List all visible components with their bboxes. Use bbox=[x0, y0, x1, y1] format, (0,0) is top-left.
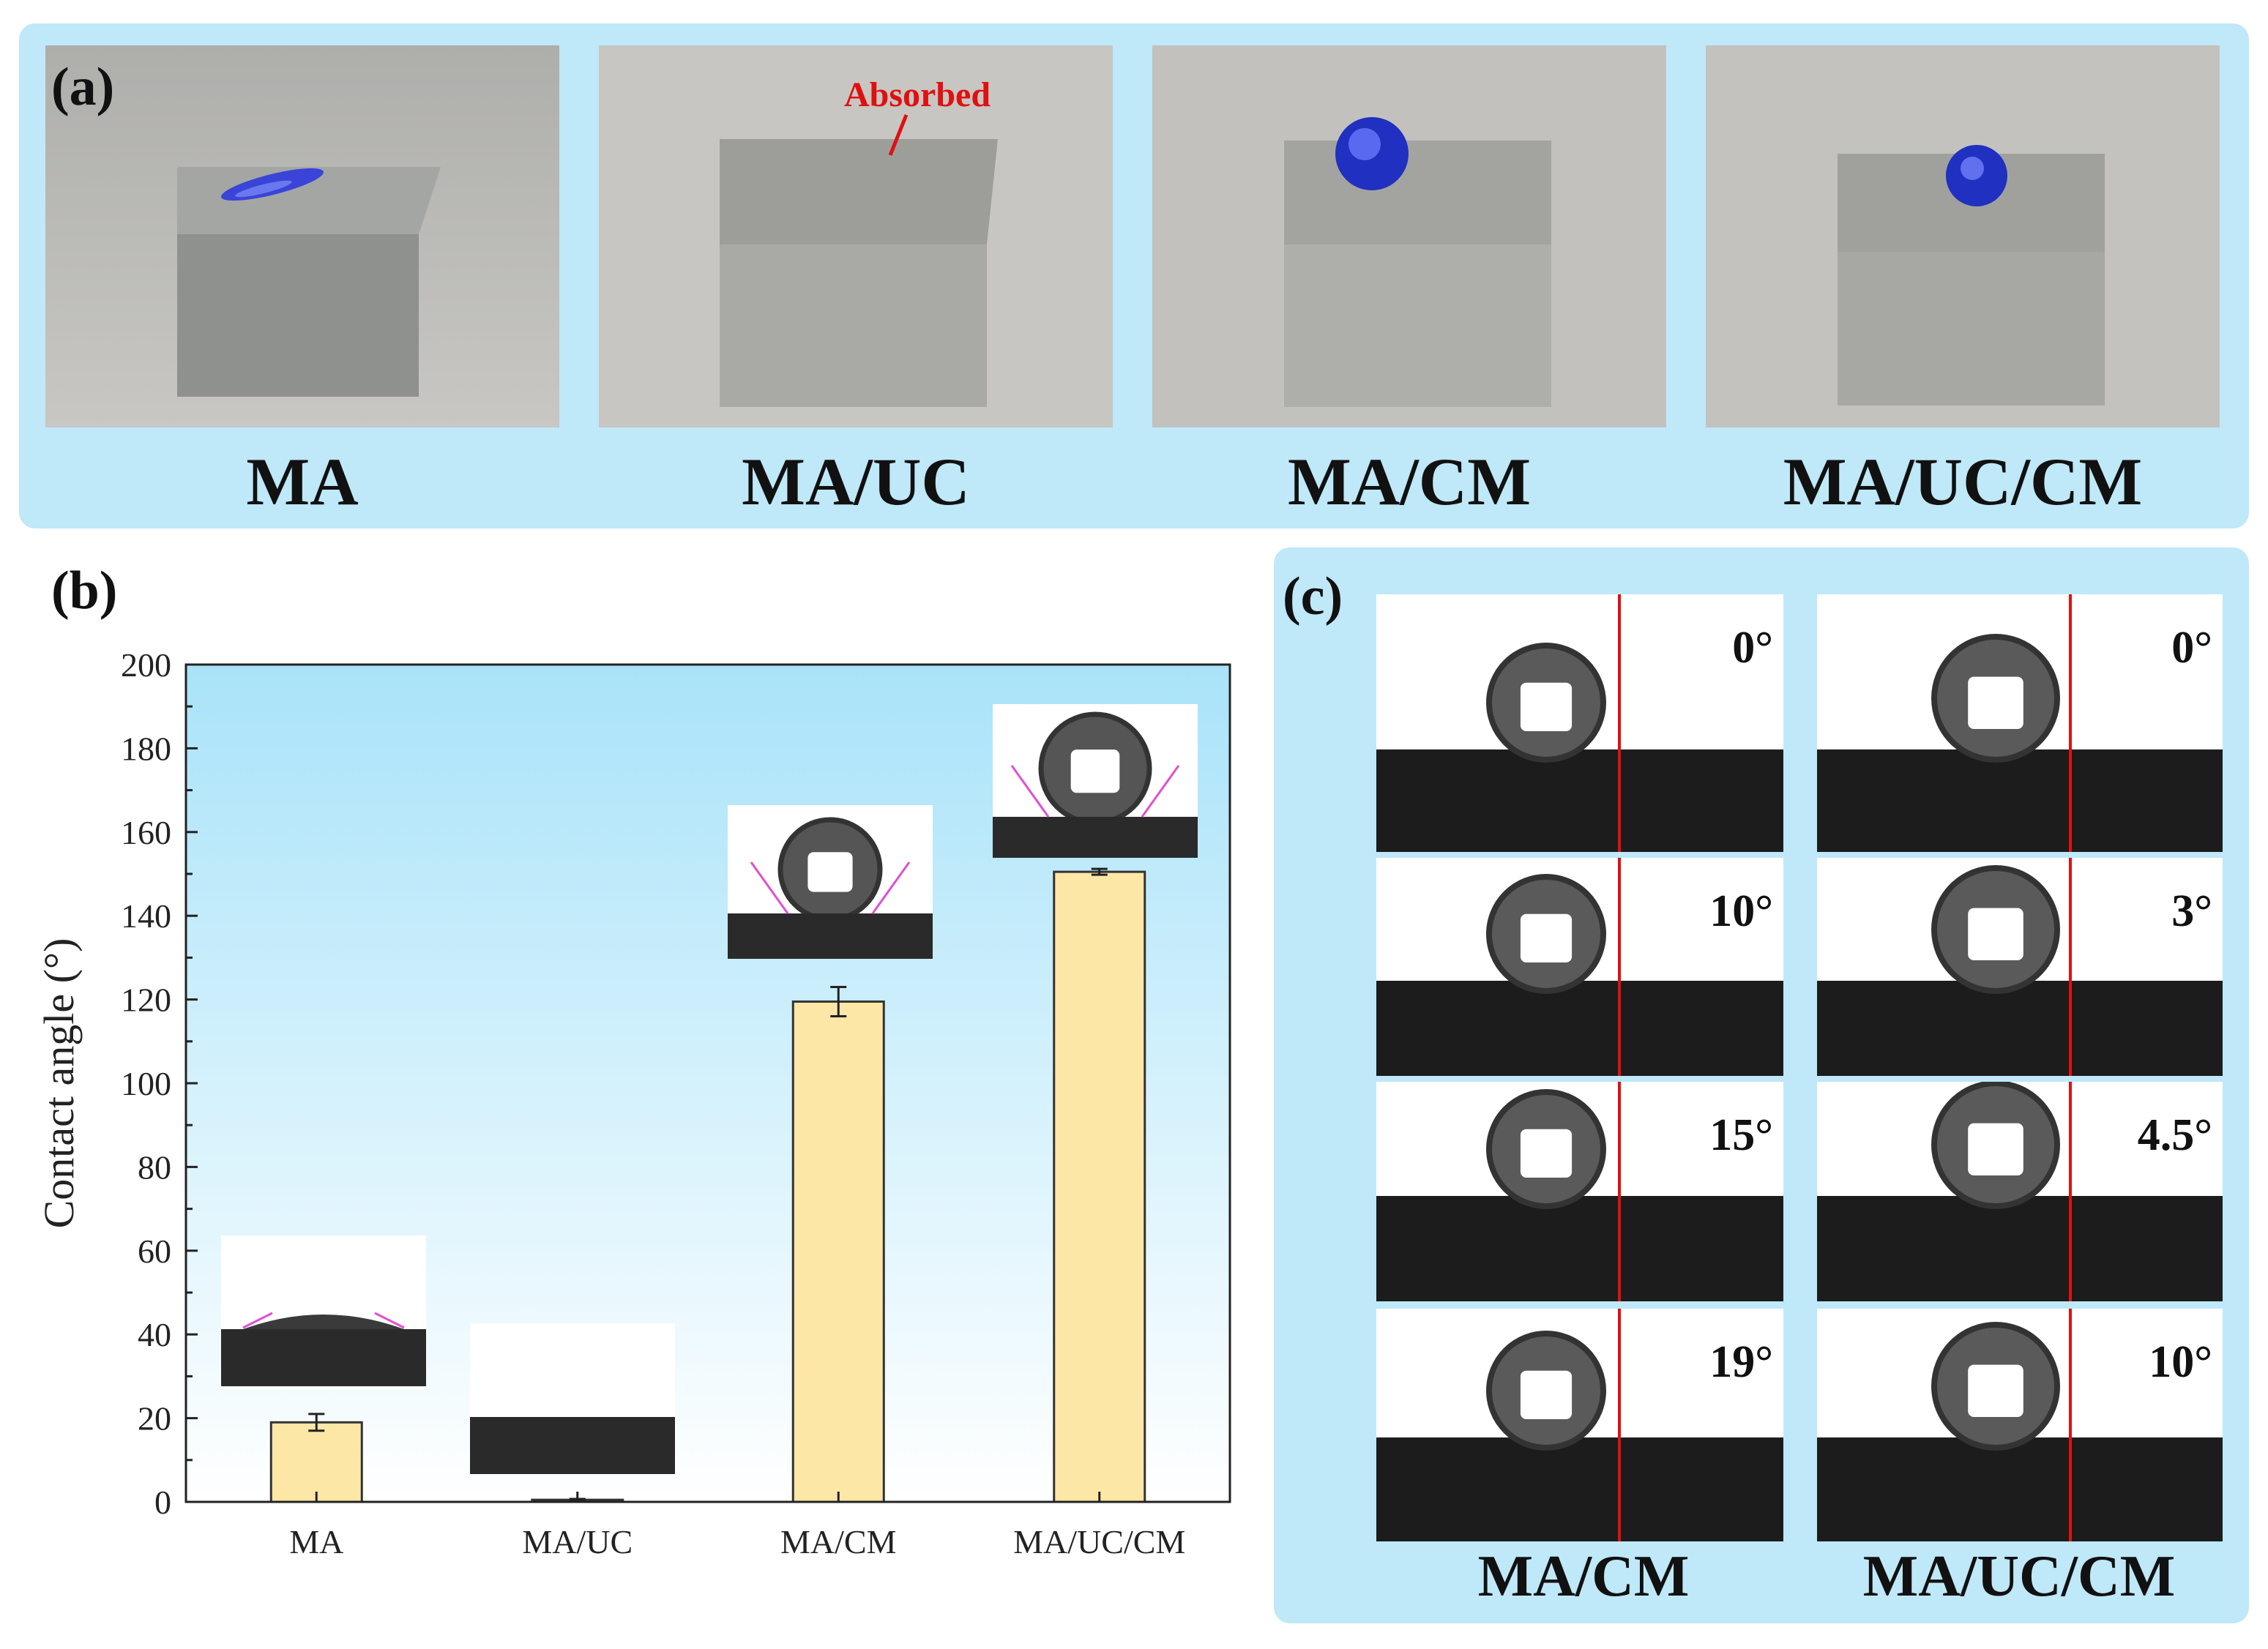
x-tick-label: MA/CM bbox=[780, 1523, 896, 1560]
tilt-angle-label: 0° bbox=[2171, 623, 2212, 673]
y-tick-label: 180 bbox=[121, 730, 171, 767]
tilt-snapshot bbox=[1376, 1082, 1783, 1301]
y-tick-label: 160 bbox=[121, 814, 171, 851]
absorbed-annotation: Absorbed bbox=[844, 75, 991, 114]
tilt-angle-label: 3° bbox=[2171, 886, 2212, 936]
contact-angle-inset bbox=[993, 704, 1198, 858]
label-c-ma-cm: MA/CM bbox=[1477, 1544, 1690, 1609]
label-ma-uc: MA/UC bbox=[742, 444, 970, 519]
vertical-reference-line bbox=[2069, 858, 2072, 1076]
panel-b-letter: (b) bbox=[51, 561, 118, 621]
y-tick-label: 40 bbox=[138, 1316, 171, 1353]
tilt-snapshot bbox=[1817, 594, 2223, 852]
x-tick-label: MA/UC/CM bbox=[1013, 1523, 1185, 1560]
photo-ma-uc-cm-block bbox=[1706, 45, 2220, 427]
bar-ma bbox=[269, 1421, 363, 1503]
panel-a-letter: (a) bbox=[51, 57, 115, 117]
tilt-snapshot bbox=[1817, 1309, 2223, 1541]
photo-ma-block bbox=[45, 45, 559, 427]
y-tick-label: 140 bbox=[121, 897, 171, 935]
y-tick-label: 80 bbox=[138, 1148, 171, 1186]
label-ma-uc-cm: MA/UC/CM bbox=[1783, 444, 2143, 519]
y-tick-label: 200 bbox=[121, 646, 171, 684]
tilt-angle-label: 15° bbox=[1709, 1110, 1773, 1160]
tilt-angle-label: 19° bbox=[1709, 1337, 1773, 1387]
tilt-snapshot bbox=[1376, 594, 1783, 852]
y-tick-label: 100 bbox=[121, 1065, 171, 1102]
vertical-reference-line bbox=[1618, 1082, 1621, 1301]
contact-angle-inset bbox=[728, 805, 933, 959]
y-tick-label: 0 bbox=[154, 1484, 171, 1521]
label-c-ma-uc-cm: MA/UC/CM bbox=[1862, 1544, 2176, 1609]
tilt-snapshot bbox=[1817, 1082, 2223, 1301]
label-ma: MA bbox=[246, 444, 359, 519]
vertical-reference-line bbox=[2069, 594, 2072, 852]
x-tick-label: MA bbox=[289, 1523, 343, 1560]
photo-ma-uc-block: Absorbed bbox=[599, 45, 1113, 427]
panel-c-letter: (c) bbox=[1283, 567, 1343, 627]
vertical-reference-line bbox=[1618, 1309, 1621, 1541]
vertical-reference-line bbox=[2069, 1309, 2072, 1541]
tilt-snapshot bbox=[1376, 1309, 1783, 1541]
y-axis-label: Contact angle (°) bbox=[35, 938, 83, 1229]
photo-ma-cm-block bbox=[1152, 45, 1666, 427]
x-tick-label: MA/UC bbox=[522, 1523, 633, 1560]
bar-ma-cm bbox=[791, 1000, 885, 1503]
tilt-angle-label: 10° bbox=[2149, 1337, 2212, 1387]
tilt-snapshot bbox=[1376, 858, 1783, 1076]
tilt-angle-label: 4.5° bbox=[2137, 1110, 2212, 1160]
tilt-angle-label: 0° bbox=[1732, 623, 1773, 673]
y-tick-label: 60 bbox=[138, 1233, 171, 1270]
vertical-reference-line bbox=[1618, 594, 1621, 852]
tilt-angle-label: 10° bbox=[1709, 886, 1773, 936]
y-tick-label: 120 bbox=[121, 981, 171, 1019]
vertical-reference-line bbox=[2069, 1082, 2072, 1301]
vertical-reference-line bbox=[1618, 858, 1621, 1076]
bar-ma-uc-cm bbox=[1053, 870, 1146, 1503]
y-tick-label: 20 bbox=[138, 1400, 171, 1437]
label-ma-cm: MA/CM bbox=[1287, 444, 1532, 519]
contact-angle-inset bbox=[221, 1235, 426, 1389]
contact-angle-inset bbox=[470, 1323, 675, 1477]
tilt-snapshot bbox=[1817, 858, 2223, 1076]
plot-frame bbox=[184, 663, 1231, 1503]
